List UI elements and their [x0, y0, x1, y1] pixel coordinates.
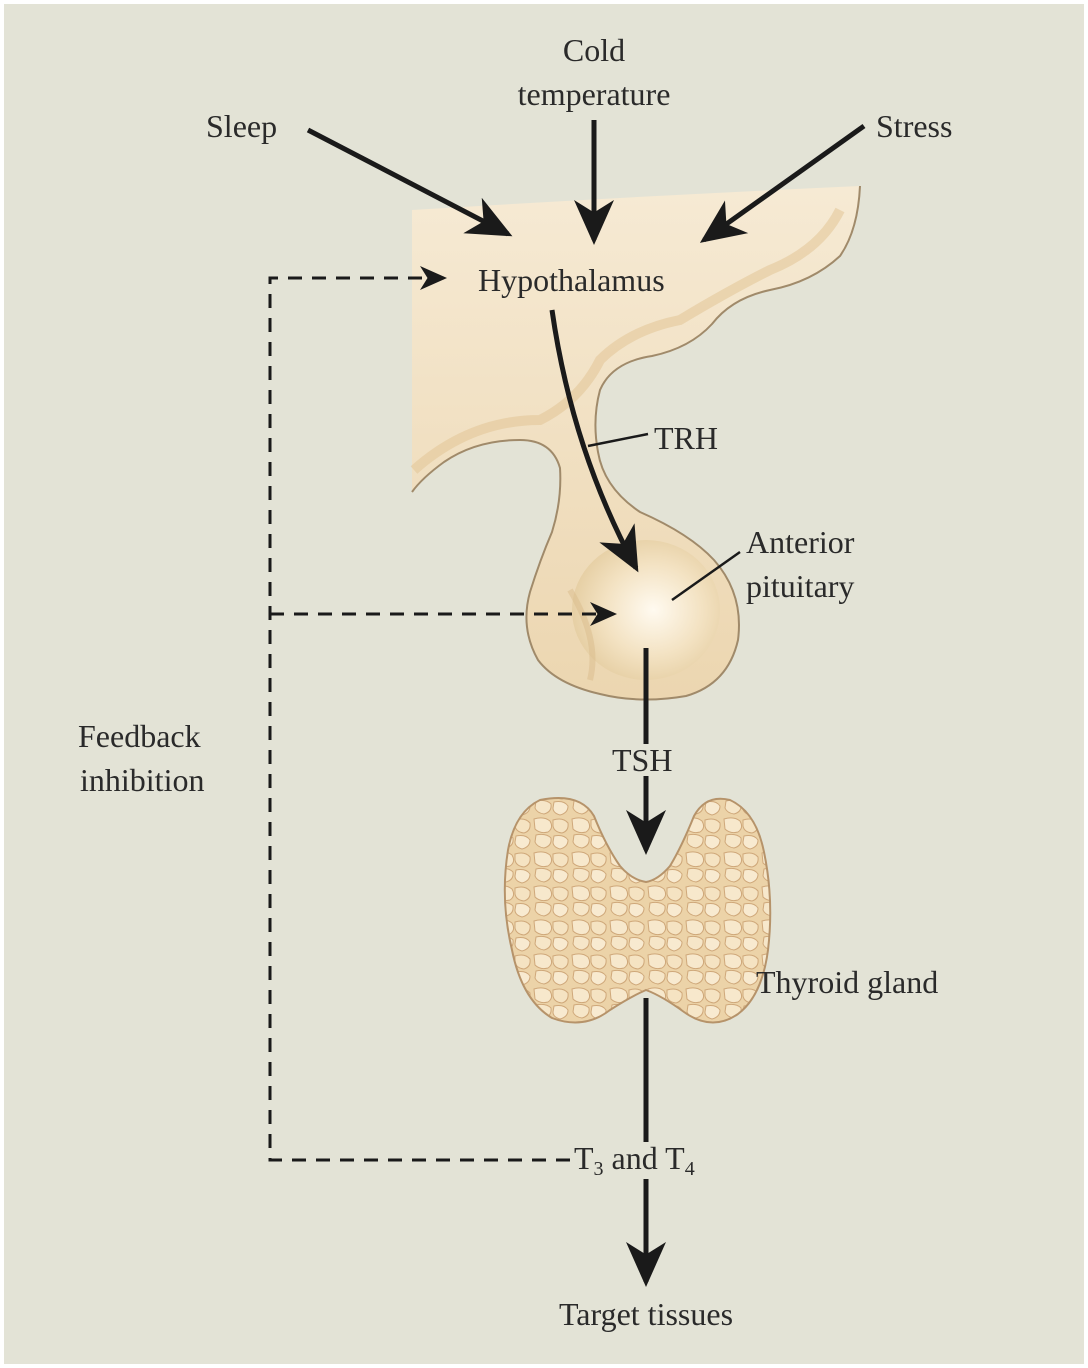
label-cold: Cold [544, 34, 644, 66]
t4-letter: T [665, 1140, 685, 1176]
label-target-tissues: Target tissues [516, 1298, 776, 1330]
label-anterior: Anterior [746, 526, 854, 558]
label-t3-and-t4: T3 and T4 [570, 1142, 699, 1179]
label-tsh: TSH [610, 744, 674, 776]
label-temperature: temperature [484, 78, 704, 110]
label-hypothalamus: Hypothalamus [478, 264, 665, 296]
label-sleep: Sleep [206, 110, 277, 142]
label-feedback: Feedback [78, 720, 201, 752]
label-stress: Stress [876, 110, 952, 142]
and-word: and [612, 1140, 658, 1176]
t3-subscript: 3 [594, 1158, 604, 1180]
label-pituitary: pituitary [746, 570, 854, 602]
label-trh: TRH [654, 422, 718, 454]
label-inhibition: inhibition [80, 764, 204, 796]
label-thyroid-gland: Thyroid gland [756, 966, 938, 998]
t3-letter: T [574, 1140, 594, 1176]
t4-subscript: 4 [685, 1158, 695, 1180]
